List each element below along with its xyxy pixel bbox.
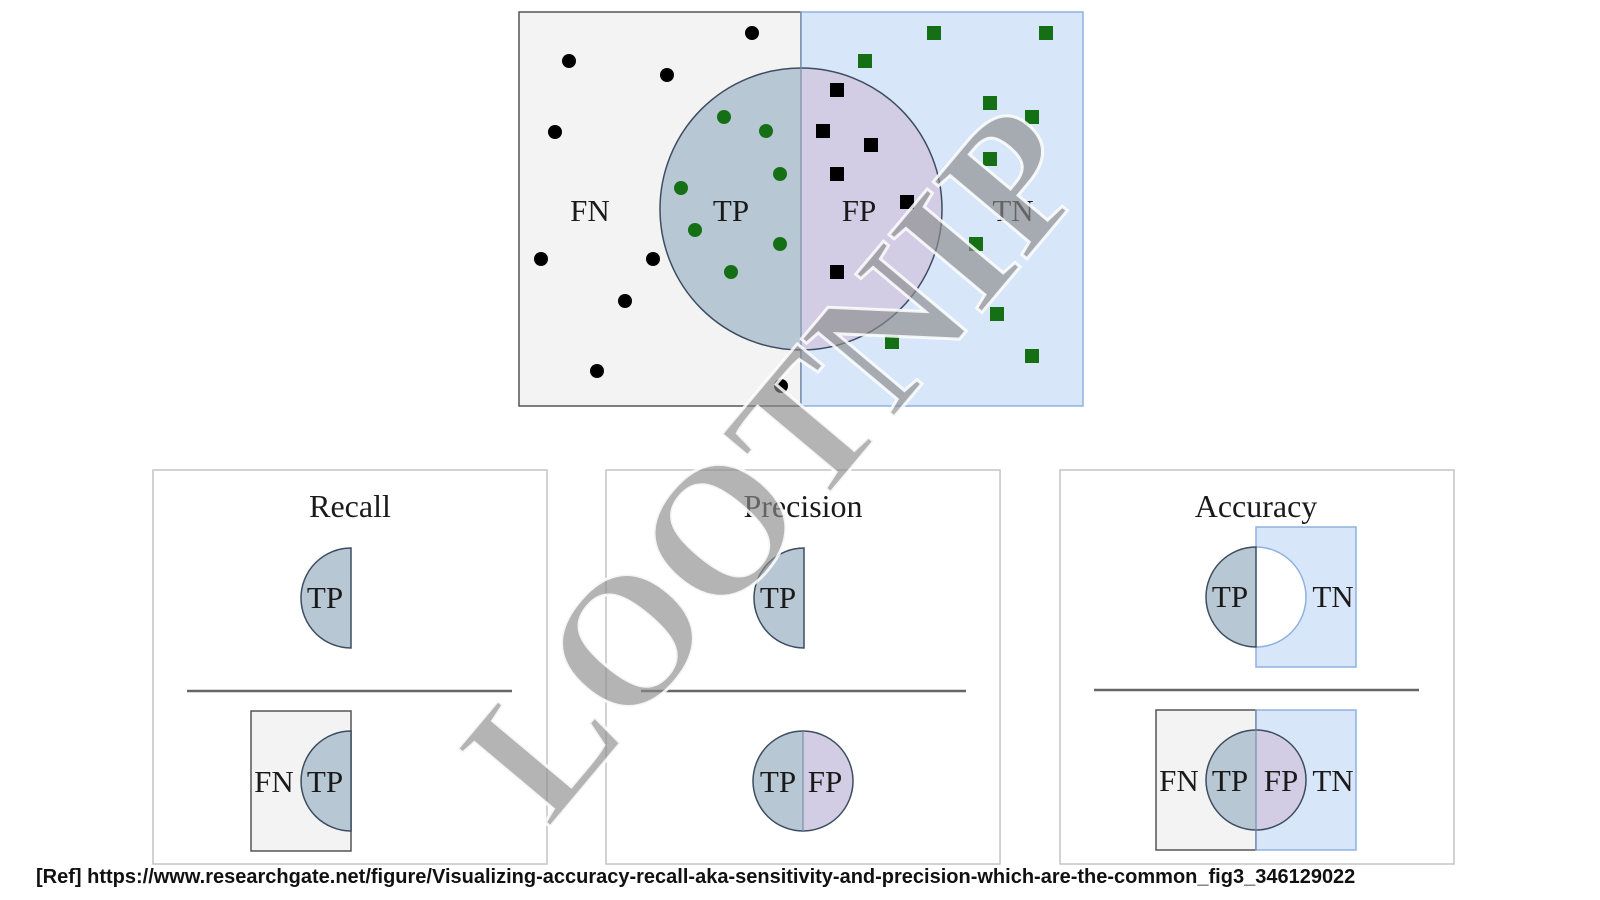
recall-numerator-tp-shape bbox=[300, 547, 352, 649]
fn-point bbox=[660, 68, 674, 82]
accuracy-denominator-tn-label: TN bbox=[1312, 763, 1353, 798]
tp-points bbox=[674, 110, 787, 279]
tn-label: TN bbox=[992, 193, 1033, 228]
precision-denominator-tp-label: TP bbox=[760, 764, 796, 799]
fp-point bbox=[900, 195, 914, 209]
tp-half-circle bbox=[660, 68, 801, 350]
fn-point bbox=[590, 364, 604, 378]
tp-label: TP bbox=[713, 193, 749, 228]
accuracy-numerator-tp-label: TP bbox=[1212, 579, 1248, 614]
tn-point bbox=[983, 96, 997, 110]
tn-point bbox=[983, 152, 997, 166]
fn-point bbox=[618, 294, 632, 308]
tp-point bbox=[773, 237, 787, 251]
reference-citation: [Ref] https://www.researchgate.net/figur… bbox=[36, 866, 1356, 888]
accuracy-numerator-tp-shape bbox=[1205, 546, 1257, 648]
fn-point bbox=[548, 125, 562, 139]
precision-denominator-fp-label: FP bbox=[808, 764, 842, 799]
fn-point bbox=[534, 252, 548, 266]
recall-numerator-tp-label: TP bbox=[307, 580, 343, 615]
recall-denominator-tp-shape bbox=[300, 730, 352, 832]
tn-points bbox=[858, 26, 1053, 363]
accuracy-title: Accuracy bbox=[1195, 488, 1318, 524]
tn-point bbox=[858, 54, 872, 68]
precision-title: Precision bbox=[743, 488, 862, 524]
precision-denominator-fp-shape bbox=[803, 731, 853, 831]
accuracy-numerator-tn-shape bbox=[1255, 526, 1357, 668]
tn-point bbox=[885, 335, 899, 349]
precision-panel: Precision TP TP FP bbox=[605, 469, 1001, 865]
tn-point bbox=[927, 26, 941, 40]
accuracy-panel: Accuracy TP TN FN TP FP TN bbox=[1059, 469, 1455, 865]
precision-numerator-tp-shape bbox=[753, 547, 805, 649]
recall-denominator-tp-label: TP bbox=[307, 764, 343, 799]
accuracy-denominator-fp-shape bbox=[1256, 730, 1306, 830]
tp-point bbox=[688, 223, 702, 237]
accuracy-denominator-fp-label: FP bbox=[1264, 763, 1298, 798]
tp-point bbox=[724, 265, 738, 279]
tn-point bbox=[1025, 110, 1039, 124]
tn-point bbox=[1025, 349, 1039, 363]
accuracy-denominator-tp-shape bbox=[1206, 730, 1256, 830]
fp-points bbox=[816, 83, 914, 279]
fp-point bbox=[816, 124, 830, 138]
accuracy-denominator-fn-label: FN bbox=[1159, 763, 1199, 798]
fp-point bbox=[830, 265, 844, 279]
tp-point bbox=[759, 124, 773, 138]
fn-point bbox=[774, 379, 788, 393]
tp-point bbox=[674, 181, 688, 195]
fp-point bbox=[830, 83, 844, 97]
fn-point bbox=[562, 54, 576, 68]
fp-label: FP bbox=[842, 193, 876, 228]
precision-denominator-tp-shape bbox=[753, 731, 803, 831]
recall-panel: Recall TP FN TP bbox=[152, 469, 548, 865]
fp-point bbox=[864, 138, 878, 152]
recall-denominator-fn-label: FN bbox=[254, 764, 294, 799]
confusion-venn: FN TP FP TN bbox=[518, 11, 1084, 407]
tn-point bbox=[990, 307, 1004, 321]
precision-numerator-tp-label: TP bbox=[760, 580, 796, 615]
tn-point bbox=[969, 237, 983, 251]
recall-title: Recall bbox=[309, 488, 391, 524]
tp-point bbox=[717, 110, 731, 124]
fn-label: FN bbox=[570, 193, 610, 228]
fp-half-circle bbox=[801, 68, 942, 350]
fn-point bbox=[745, 26, 759, 40]
tn-point bbox=[1039, 26, 1053, 40]
fn-point bbox=[646, 252, 660, 266]
accuracy-numerator-tn-label: TN bbox=[1312, 579, 1353, 614]
accuracy-denominator-tp-label: TP bbox=[1212, 763, 1248, 798]
fn-points bbox=[534, 26, 788, 393]
tp-point bbox=[773, 167, 787, 181]
fp-point bbox=[830, 167, 844, 181]
